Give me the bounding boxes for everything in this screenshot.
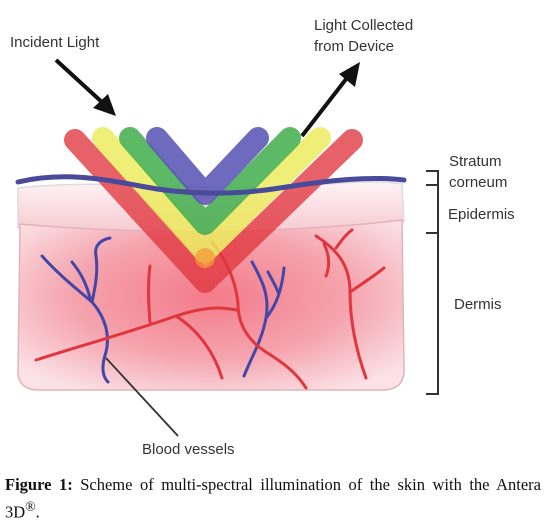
stratum-corneum-line (15, 174, 407, 196)
caption-end: . (35, 502, 40, 522)
beam-green (119, 127, 301, 235)
blood-vessels-blue (40, 236, 286, 384)
bracket-icon (426, 170, 439, 395)
stratum-label-line2: corneum (449, 174, 507, 191)
epidermis-label: Epidermis (448, 206, 515, 223)
caption-text: Scheme of multi-spectral illumination of… (5, 475, 542, 522)
incident-light-label: Incident Light (10, 34, 100, 51)
blood-vessels-label: Blood vessels (142, 441, 235, 458)
beam-tip-orange (195, 248, 215, 268)
stratum-label-line1: Stratum (449, 153, 502, 170)
skin-illumination-diagram: Incident Light Light Collected from Devi… (10, 17, 515, 458)
caption-superscript: ® (25, 499, 36, 514)
light-collected-label-line1: Light Collected (314, 17, 413, 34)
blood-vessel-pointer-icon (105, 357, 179, 437)
caption-label: Figure 1: (5, 475, 73, 494)
light-collected-label-line2: from Device (314, 38, 394, 55)
figure-caption: Figure 1: Scheme of multi-spectral illum… (5, 474, 541, 524)
blood-vessels-red (34, 228, 386, 390)
incident-arrow-icon (54, 58, 116, 116)
dermis-label: Dermis (454, 296, 502, 313)
beam-red (64, 129, 363, 293)
diagram-canvas: Incident Light Light Collected from Devi… (10, 17, 515, 458)
collected-arrow-icon (300, 62, 360, 138)
